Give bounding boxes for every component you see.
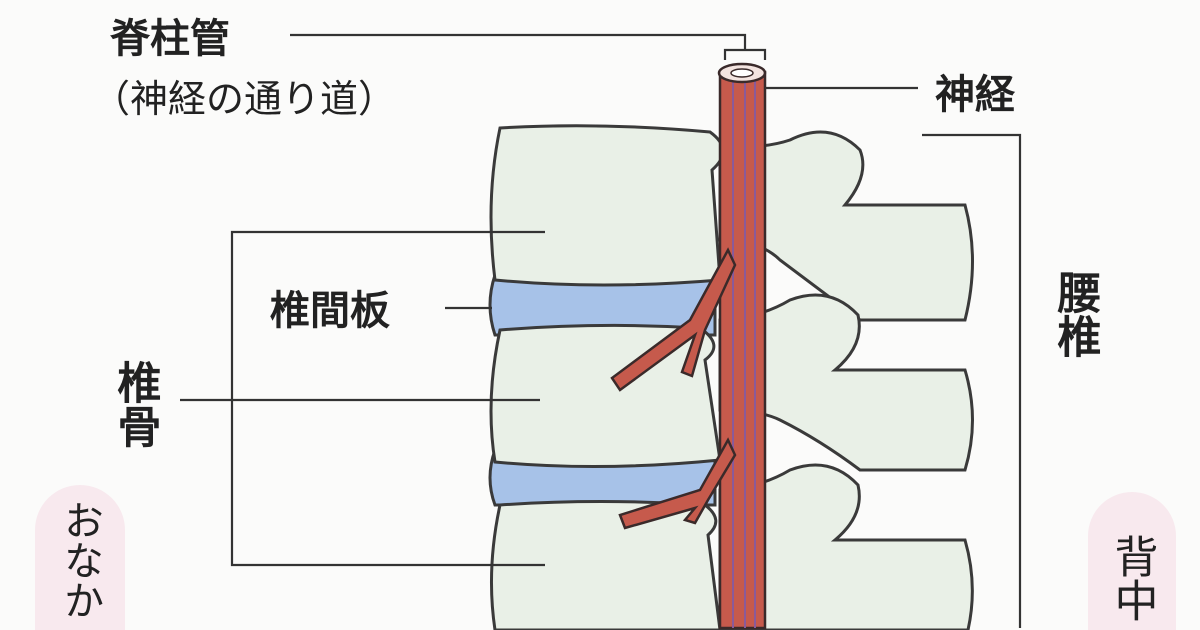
label-disc: 椎間板 — [270, 288, 390, 334]
label-nerve: 神経 — [935, 72, 1016, 118]
vertebra-body-2 — [489, 323, 722, 469]
label-vertebra: 椎骨 — [110, 360, 162, 448]
belly-pill — [35, 485, 125, 630]
label-lumbar: 腰椎 — [1050, 270, 1103, 358]
spinal-nerve — [610, 62, 767, 630]
vertebral-processes — [718, 130, 974, 630]
label-spinal-canal-note: （神経の通り道） — [92, 77, 396, 121]
label-spinal-canal: 脊柱管 — [110, 16, 230, 62]
back-pill — [1088, 492, 1176, 630]
vertebra-body-1 — [489, 124, 725, 287]
label-back: 背中 — [1107, 534, 1158, 622]
leader-lines — [180, 33, 1022, 628]
vertebra-body-3 — [489, 500, 722, 630]
label-belly: おなか — [57, 500, 103, 620]
